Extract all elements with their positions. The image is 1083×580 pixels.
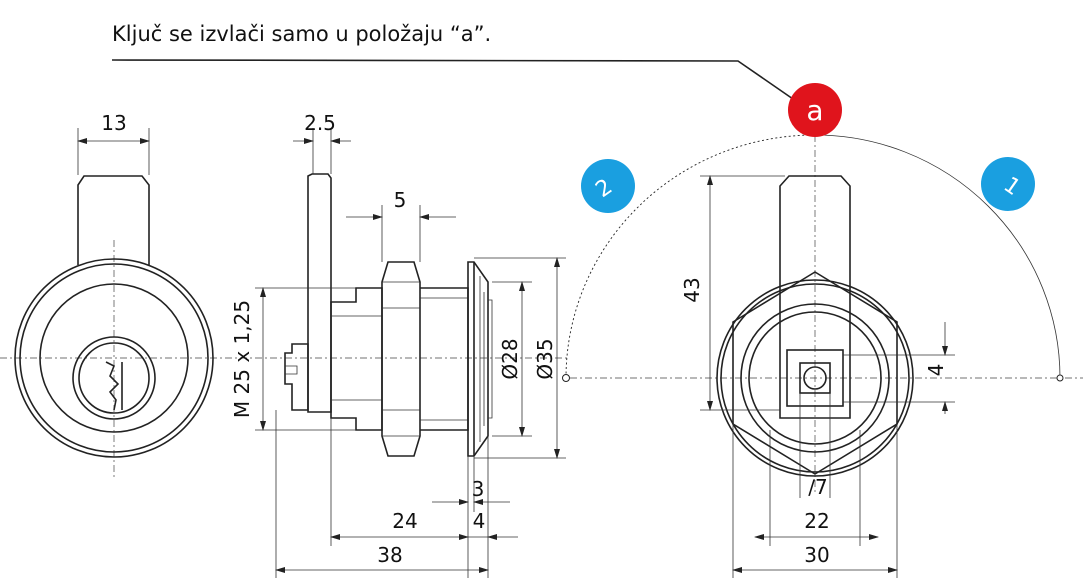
side-view: 2.5 5 M 25 x 1,25 Ø28 Ø35 3 24 4	[225, 111, 570, 578]
dim-total-length: 38	[377, 543, 402, 567]
dim-body-length: 24	[392, 509, 417, 533]
dim-inner-width: 22	[804, 509, 829, 533]
dim-flange: 3	[472, 477, 485, 501]
dim-front-width: 13	[101, 111, 126, 135]
front-view: 13	[0, 111, 225, 480]
dim-cam-length: 43	[680, 277, 704, 302]
dim-outer-diameter: Ø35	[533, 338, 557, 379]
dim-nut-width: 5	[394, 188, 407, 212]
position-a-label: a	[806, 94, 823, 127]
position-1-badge: 1	[981, 157, 1035, 211]
dim-flange-total: 4	[473, 509, 486, 533]
dim-inner-diameter: Ø28	[498, 338, 522, 379]
dim-square-diagonal: ∕7	[808, 475, 827, 499]
key-removal-note: Ključ se izvlači samo u položaju “a”.	[112, 22, 491, 46]
dim-square-size: 4	[924, 364, 948, 377]
rear-view: 43 4 ∕7 22 30	[562, 120, 1083, 578]
dim-outer-width: 30	[804, 543, 829, 567]
dim-plate-thickness: 2.5	[304, 111, 336, 135]
position-2-badge: 2	[581, 159, 635, 213]
note-leader-line	[111, 59, 807, 109]
dim-thread: M 25 x 1,25	[230, 300, 254, 418]
position-a-badge: a	[788, 83, 842, 137]
